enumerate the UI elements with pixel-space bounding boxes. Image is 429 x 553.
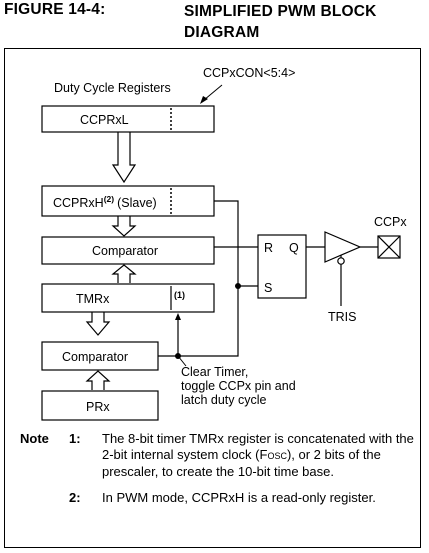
notes-section: Note 1: The 8-bit timer TMRx register is… — [20, 431, 420, 506]
note-1-text-osc: Fosc — [259, 447, 287, 463]
tmrx-register: TMRx (1) — [41, 283, 215, 313]
clear-timer-leader — [177, 355, 187, 367]
tris-label: TRIS — [328, 310, 356, 324]
ccprxh-superscript: (2) — [104, 194, 115, 204]
latch-s-label: S — [264, 281, 272, 295]
clear-timer-text-line-2: toggle CCPx pin and — [181, 379, 296, 393]
ccprxh-suffix: (Slave) — [117, 196, 157, 210]
junction-dot-s — [235, 283, 241, 289]
output-buffer — [324, 231, 362, 306]
note-1-text-before: The 8-bit timer TMRx register is concate… — [102, 431, 414, 463]
note-2-text: In PWM mode, CCPRxH is a read-only regis… — [102, 489, 376, 505]
rs-latch: R Q S — [257, 234, 307, 299]
transfer-arrow-ccprxl-to-ccprxh — [111, 132, 137, 184]
feedback-to-ccprxh-line — [214, 200, 239, 286]
clear-timer-arrowhead — [175, 313, 181, 320]
diagram-frame — [4, 48, 421, 548]
tmrx-note-ref: (1) — [174, 290, 185, 300]
comparator-top: Comparator — [41, 236, 215, 265]
comparator-bottom-label: Comparator — [62, 350, 128, 364]
note-label: Note — [20, 431, 49, 446]
ccprxl-register: CCPRxL — [41, 105, 215, 133]
ccprxl-label: CCPRxL — [80, 113, 129, 127]
latch-q-label: Q — [289, 241, 299, 255]
clear-timer-text-line-1: Clear Timer, — [181, 365, 248, 379]
transfer-arrow-ccprxh-to-comparator — [111, 216, 137, 237]
comparator-to-latch-s-line — [158, 285, 258, 357]
note-2: 2: In PWM mode, CCPRxH is a read-only re… — [20, 490, 420, 506]
note-1-text-after: ), or 2 bits of the prescaler, to create… — [102, 447, 381, 479]
transfer-arrow-prx-to-comparator — [85, 370, 111, 390]
note-1-text: The 8-bit timer TMRx register is concate… — [102, 431, 420, 480]
ccpxcon-label: CCPxCON<5:4> — [203, 66, 295, 80]
prx-register: PRx — [41, 390, 159, 421]
ccprxh-label: CCPRxH — [53, 196, 104, 210]
comparator-bottom: Comparator — [41, 341, 159, 371]
ccpx-pin — [377, 235, 401, 259]
ccpx-pin-label: CCPx — [374, 215, 407, 229]
note-1: Note 1: The 8-bit timer TMRx register is… — [20, 431, 420, 480]
figure-title: SIMPLIFIED PWM BLOCK DIAGRAM — [184, 1, 424, 43]
prx-label: PRx — [86, 400, 110, 414]
ccprxh-register: CCPRxH(2)(Slave) — [41, 185, 215, 217]
latch-r-label: R — [264, 241, 273, 255]
figure-title-line-2: DIAGRAM — [184, 24, 260, 41]
transfer-arrow-tmrx-to-comparator-bottom — [85, 312, 111, 336]
note-1-number: 1: — [69, 431, 81, 446]
transfer-arrow-tmrx-to-comparator — [111, 264, 137, 283]
ccpxcon-pointer-arrow — [200, 84, 223, 104]
svg-text:CCPRxH(2)(Slave): CCPRxH(2)(Slave) — [53, 194, 157, 210]
tmrx-label: TMRx — [76, 292, 110, 306]
note-2-number: 2: — [69, 489, 81, 505]
comparator-top-label: Comparator — [92, 244, 158, 258]
figure-title-line-1: SIMPLIFIED PWM BLOCK — [184, 3, 377, 20]
duty-cycle-registers-label: Duty Cycle Registers — [54, 81, 171, 95]
figure-number: FIGURE 14-4: — [4, 1, 106, 18]
clear-timer-text-line-3: latch duty cycle — [181, 393, 267, 407]
